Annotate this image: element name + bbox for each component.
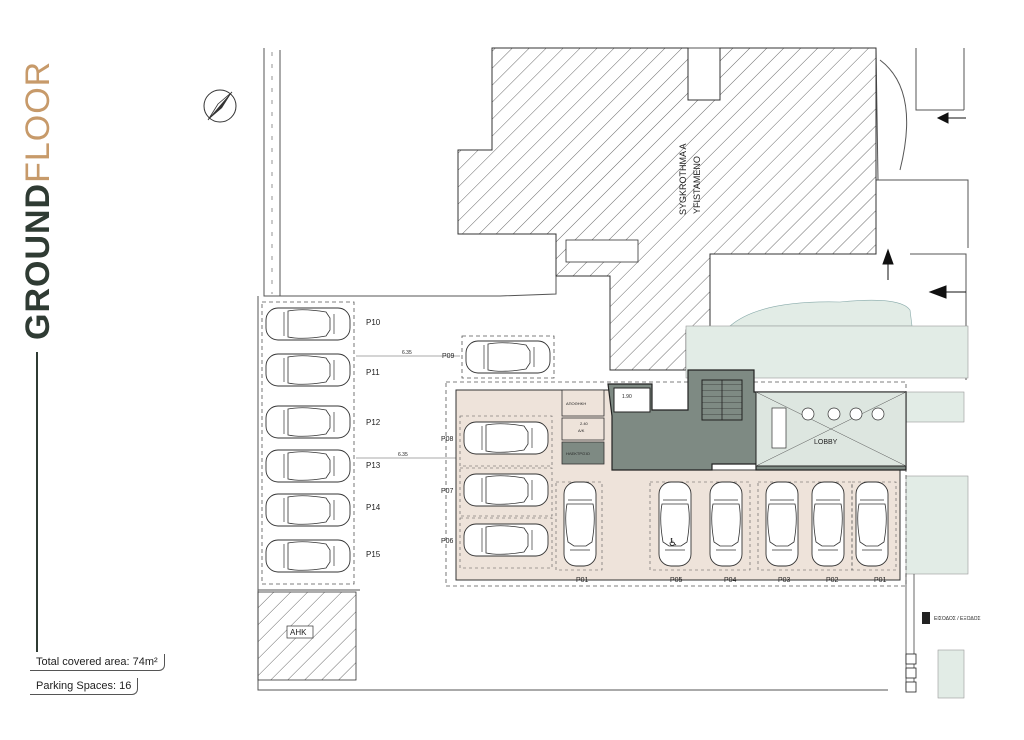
parking-label-p08: P08	[441, 436, 454, 443]
neighbor-building-label: SYGKROTHMA A	[678, 143, 688, 215]
parking-label-p04: P04	[724, 577, 737, 584]
center-parking-cars	[459, 415, 553, 569]
title-divider	[36, 352, 38, 652]
entrance-marker-icon	[922, 612, 930, 624]
parking-label-p14: P14	[366, 503, 381, 512]
lobby-label: LOBBY	[814, 439, 838, 446]
entrance-label: ΕΙΣΟΔΟΣ / ΕΞΟΔΟΣ	[934, 616, 981, 622]
accessible-parking-icon: ♿	[668, 536, 678, 549]
ahk-label: AHK	[290, 628, 307, 637]
dim-lift: 1.90	[622, 394, 632, 400]
room-ak: Α/Κ	[578, 428, 585, 433]
parking-label-p05: P05	[670, 577, 683, 584]
room-storage: ΑΠΟΘΗΚΗ	[566, 401, 586, 406]
room-electrical: ΗΛΕΚΤΡ/ΣΙΟ	[566, 451, 590, 456]
parking-label-p10: P10	[366, 318, 381, 327]
left-parking-cars	[265, 307, 351, 573]
parking-label-bottom-1: P01	[576, 577, 589, 584]
parking-label-p15: P15	[366, 550, 381, 559]
parking-label-p03: P03	[778, 577, 791, 584]
parking-label-p02: P02	[826, 577, 839, 584]
parking-label-p01: P01	[874, 577, 887, 584]
dim-mid: 6.35	[398, 452, 408, 458]
parking-label-p13: P13	[366, 461, 381, 470]
dim-room: 2.40	[580, 421, 589, 426]
parking-label-p11: P11	[366, 368, 380, 377]
neighbor-building-sublabel: YFISTAMENO	[692, 156, 702, 214]
north-arrow-icon	[203, 89, 237, 123]
covered-area-label: Total covered area: 74m²	[30, 654, 165, 671]
parking-label-p12: P12	[366, 418, 381, 427]
parking-label-p07: P07	[441, 488, 454, 495]
parking-label-p09: P09	[442, 353, 455, 360]
meter-boxes	[905, 653, 917, 693]
bottom-parking-cars	[555, 481, 897, 571]
parking-label-p06: P06	[441, 538, 454, 545]
dim-top: 6.35	[402, 350, 412, 356]
parking-spaces-label: Parking Spaces: 16	[30, 678, 139, 695]
